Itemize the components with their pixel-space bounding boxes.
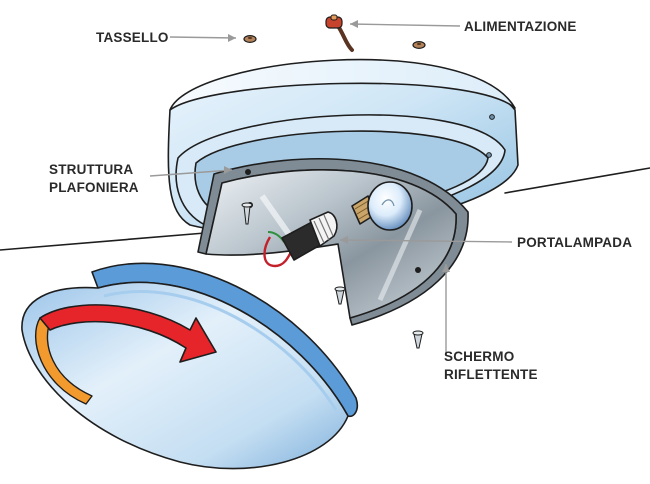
wall-plug-icon (412, 40, 426, 49)
label-struttura-line2: PLAFONIERA (49, 180, 139, 195)
label-schermo-line1: SCHERMO (444, 349, 514, 364)
leader-struttura (149, 169, 233, 177)
curved-arrow-icon (34, 304, 217, 405)
lamp-cover (21, 262, 359, 470)
label-alimentazione: ALIMENTAZIONE (464, 19, 577, 34)
label-schermo-line2: RIFLETTENTE (444, 367, 538, 382)
screw-icon (241, 202, 253, 225)
screw-icon (412, 330, 424, 349)
ceiling-line-right (504, 167, 650, 194)
leader-portalampada (339, 239, 513, 243)
light-bulb-icon (351, 181, 413, 231)
label-struttura-line1: STRUTTURA (49, 162, 133, 177)
label-tassello: TASSELLO (96, 30, 169, 45)
label-portalampada: PORTALAMPADA (517, 235, 632, 250)
power-cable (325, 14, 354, 52)
wall-plug-icon (243, 34, 257, 43)
leader-alimentazione (349, 23, 461, 27)
leader-tassello (169, 36, 237, 39)
ceiling-line-left (0, 232, 206, 251)
screw-icon (334, 286, 346, 305)
lamp-socket-icon (281, 211, 338, 261)
